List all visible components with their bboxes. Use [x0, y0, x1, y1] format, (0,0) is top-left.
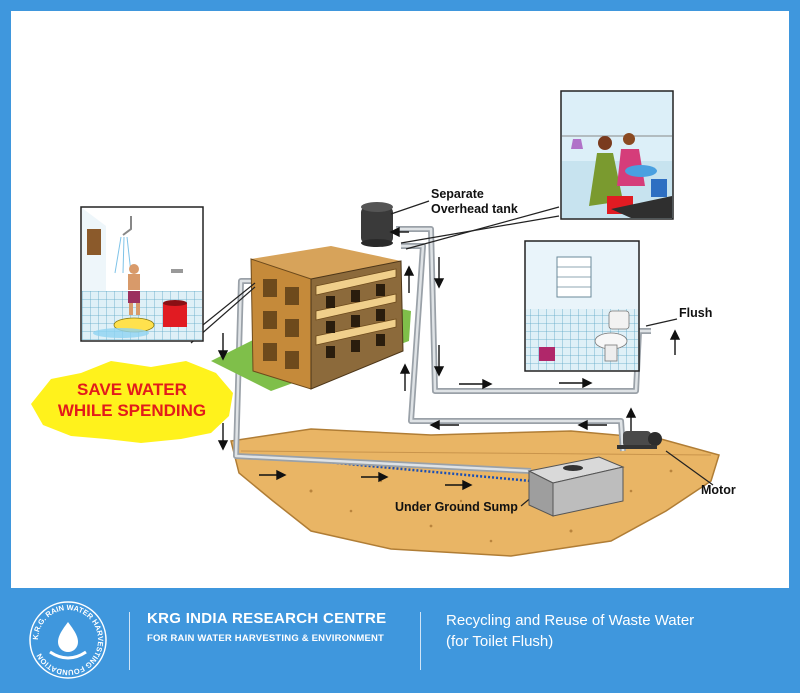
footer-divider [420, 612, 421, 670]
arrow-down [433, 257, 445, 289]
diagram-panel: SAVE WATER WHILE SPENDING Separate Overh… [11, 11, 789, 588]
caption-line1: Recycling and Reuse of Waste Water [446, 612, 695, 629]
arrow-right [459, 378, 493, 390]
arrow-left [429, 419, 459, 431]
motor-pump [617, 431, 662, 449]
label-tank-line2: Overhead tank [431, 202, 518, 216]
arrow-left [389, 226, 409, 238]
arrow-right [259, 469, 287, 481]
logo-ring [29, 601, 107, 679]
label-flush: Flush [679, 306, 712, 320]
footer-divider [129, 612, 130, 670]
save-water-badge: SAVE WATER WHILE SPENDING [31, 361, 233, 443]
org-tagline: FOR RAIN WATER HARVESTING & ENVIRONMENT [147, 633, 385, 644]
arrow-left [577, 419, 607, 431]
underground-sump [527, 456, 625, 517]
foundation-logo: K.R.G. RAIN WATER HARVESTING FOUNDATION [29, 601, 107, 679]
arrow-down [433, 345, 445, 377]
apartment-building [250, 246, 404, 390]
arrow-down [217, 333, 229, 361]
drain-water-line [272, 455, 532, 483]
badge-line2: WHILE SPENDING [58, 401, 206, 420]
diagram-svg: SAVE WATER WHILE SPENDING Separate Overh… [31, 90, 736, 557]
arrow-right [559, 377, 593, 389]
washing-inset [560, 90, 674, 220]
arrow-up [399, 363, 411, 391]
arrow-right [445, 479, 473, 491]
arrow-up [403, 265, 415, 293]
drop-icon [58, 622, 78, 652]
label-tank-line1: Separate [431, 187, 484, 201]
flow-arrows [217, 226, 681, 491]
arrow-up [669, 329, 681, 355]
badge-line1: SAVE WATER [77, 380, 187, 399]
arrow-up [625, 407, 637, 431]
label-sump: Under Ground Sump [395, 500, 518, 514]
label-motor: Motor [701, 483, 736, 497]
footer-bar: K.R.G. RAIN WATER HARVESTING FOUNDATION … [0, 590, 800, 693]
org-name: KRG INDIA RESEARCH CENTRE [147, 610, 387, 627]
arrow-right [361, 471, 389, 483]
toilet-inset [524, 240, 640, 372]
shower-inset [80, 206, 204, 342]
hands-icon [49, 650, 87, 660]
arrow-down [217, 423, 229, 451]
caption-line2: (for Toilet Flush) [446, 633, 554, 650]
overhead-tank [361, 202, 393, 247]
